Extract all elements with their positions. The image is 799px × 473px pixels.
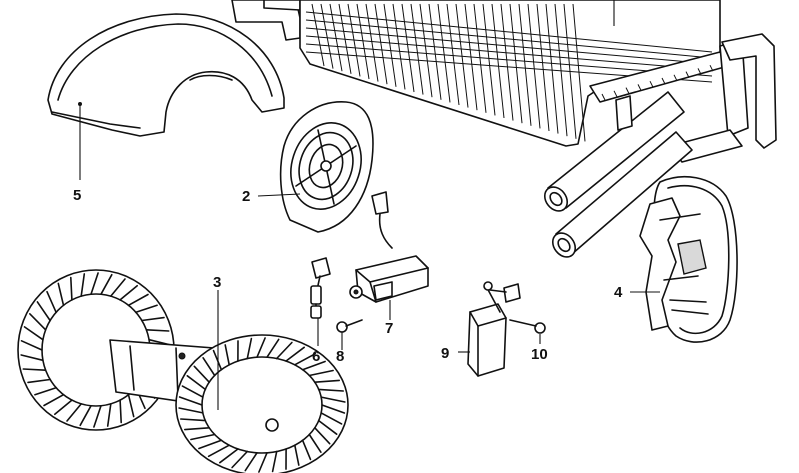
blower-housing-shell: [47, 13, 285, 137]
screw-10: [509, 319, 546, 334]
relay: [467, 281, 521, 377]
leader-lines: [79, 0, 660, 410]
callout-10: 10: [531, 346, 548, 363]
callout-7: 7: [385, 320, 393, 337]
cover-plate: [279, 101, 374, 233]
callout-4: 4: [614, 284, 623, 301]
side-cover: [639, 175, 738, 343]
series-resistor: [349, 191, 429, 303]
blower-motor-assembly: [17, 269, 349, 473]
connector-wire: [310, 257, 331, 319]
callout-6: 6: [312, 348, 320, 365]
callout-8: 8: [336, 348, 344, 365]
callout-3: 3: [213, 274, 221, 291]
callout-9: 9: [441, 345, 449, 362]
callout-5: 5: [73, 187, 81, 204]
screw: [336, 319, 363, 333]
heater-core: [231, 0, 777, 258]
callout-2: 2: [242, 188, 250, 205]
